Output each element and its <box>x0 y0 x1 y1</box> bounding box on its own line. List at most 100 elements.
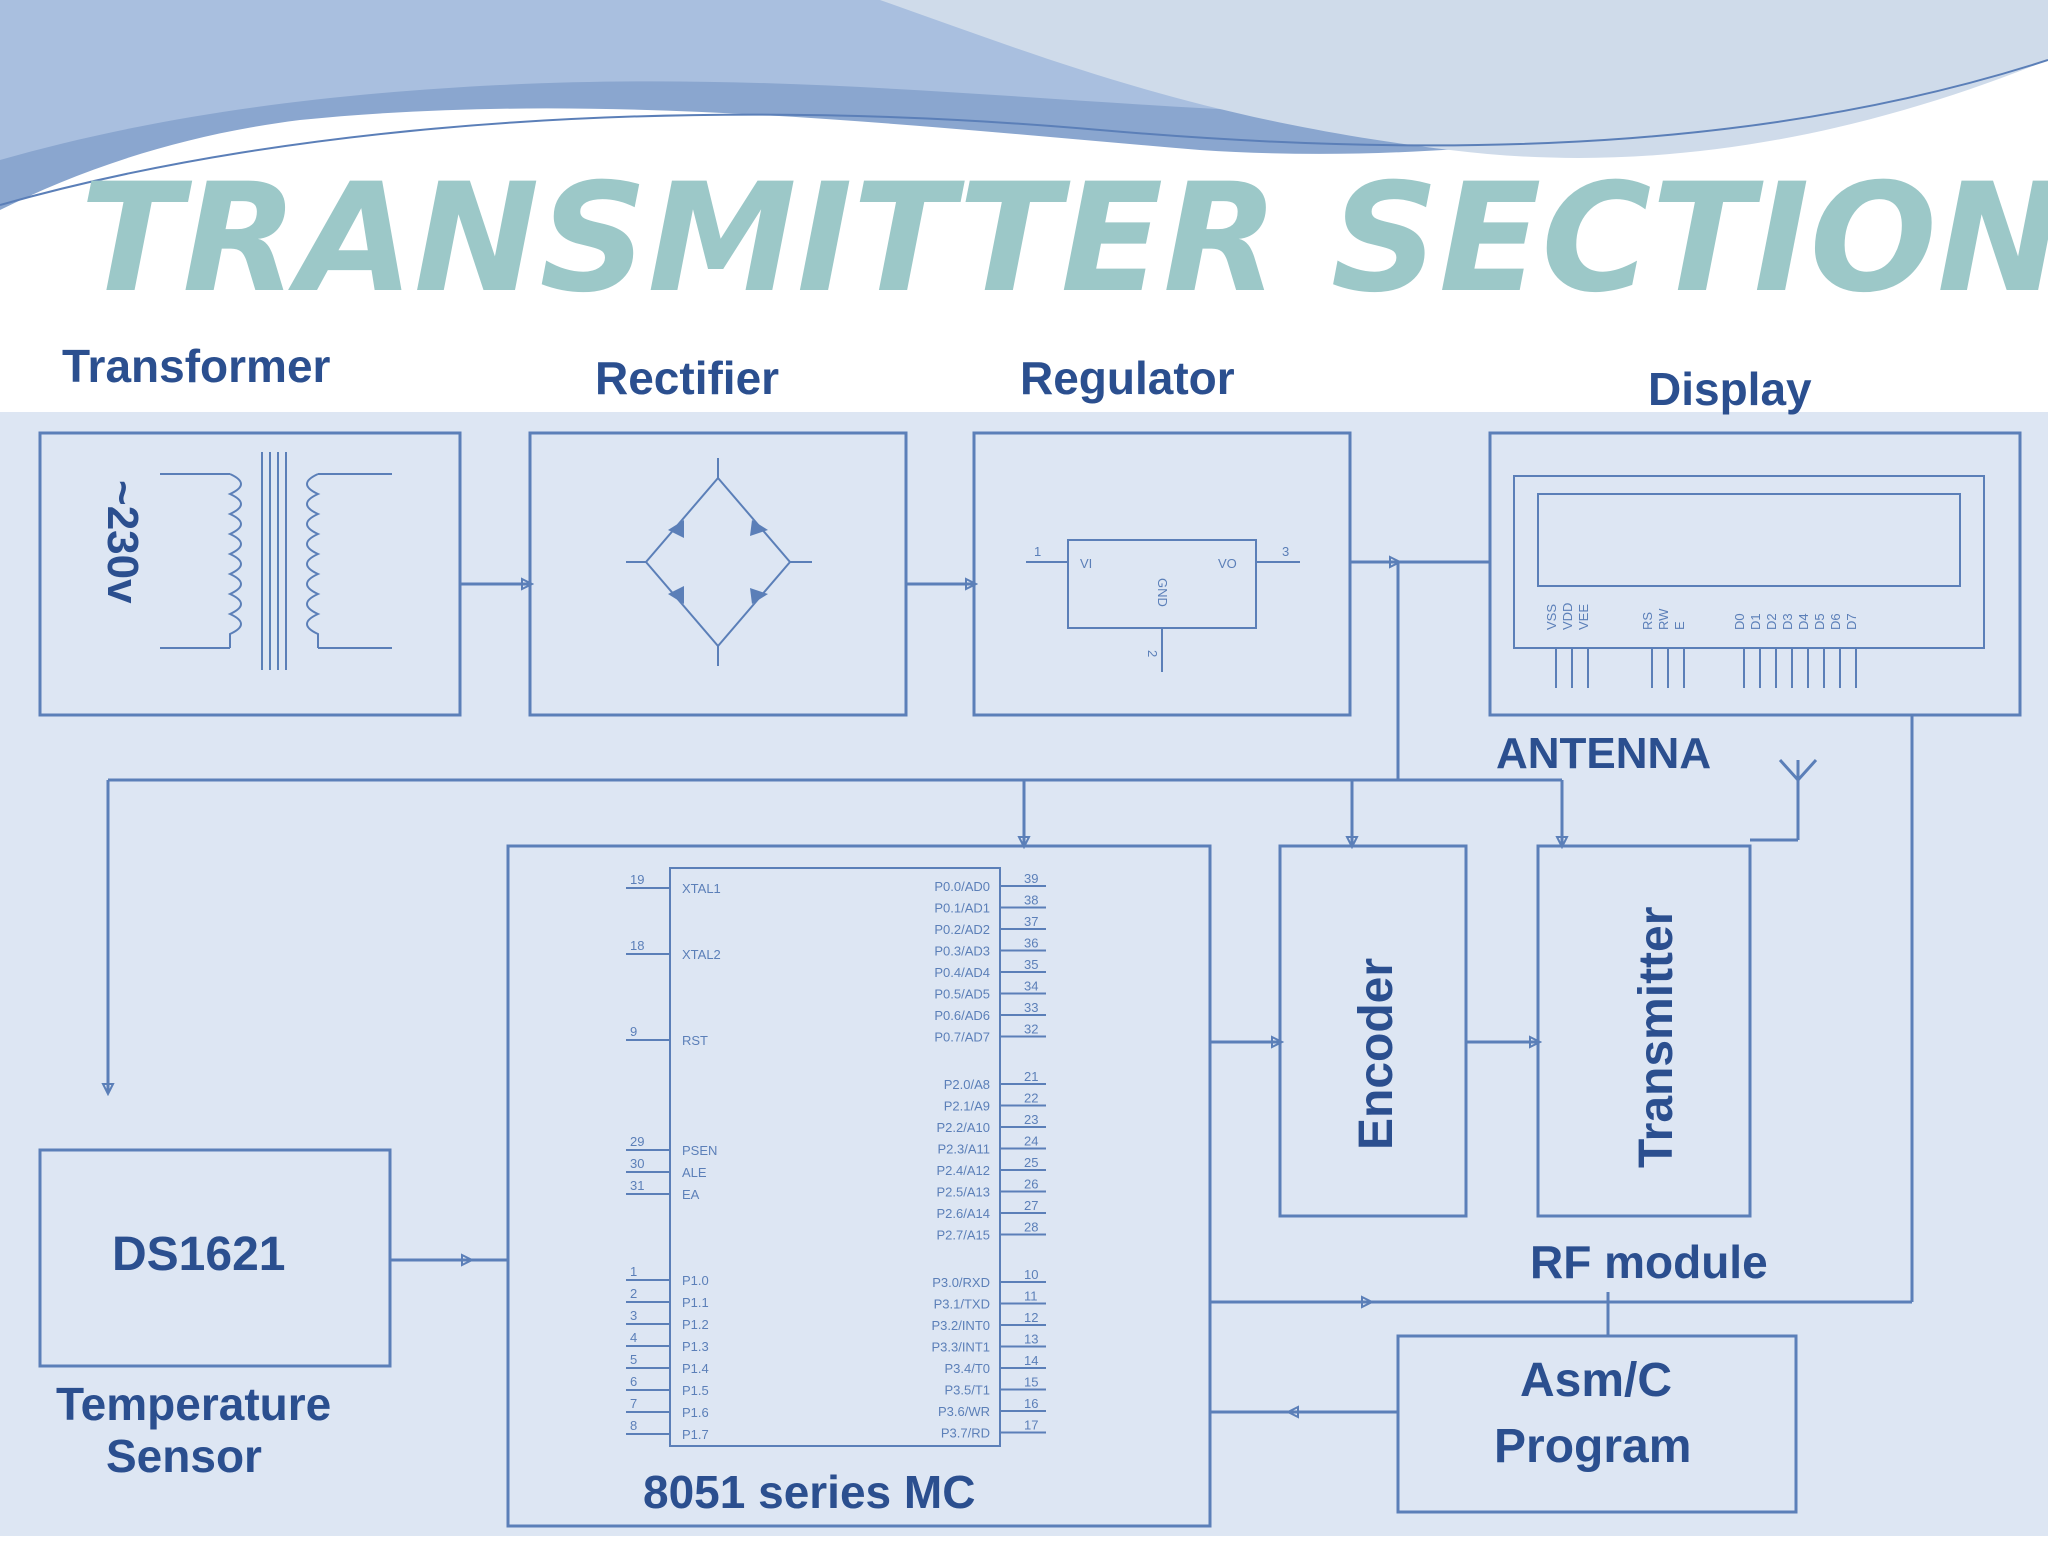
mc-right-pin-name: P0.2/AD2 <box>934 922 990 937</box>
mc-right-pin-number: 34 <box>1024 979 1038 994</box>
lcd-pin-label: D5 <box>1812 613 1827 630</box>
mc-right-pin-number: 27 <box>1024 1198 1038 1213</box>
header-wave-decoration <box>0 0 2048 210</box>
mc-right-pin-number: 35 <box>1024 957 1038 972</box>
mc-left-pin-name: ALE <box>682 1165 707 1180</box>
mc-left-pin-number: 2 <box>630 1286 637 1301</box>
label-display: Display <box>1648 363 1812 415</box>
mc-right-pin-number: 26 <box>1024 1177 1038 1192</box>
mc-right-pin-number: 15 <box>1024 1375 1038 1390</box>
mc-right-pin-name: P2.4/A12 <box>937 1163 991 1178</box>
regulator-gnd: GND <box>1155 578 1170 607</box>
mc-right-pin-number: 32 <box>1024 1022 1038 1037</box>
mc-right-pin-name: P0.1/AD1 <box>934 901 990 916</box>
mc-right-pin-name: P0.7/AD7 <box>934 1030 990 1045</box>
bridge-rectifier-icon <box>626 458 812 666</box>
label-encoder: Encoder <box>1350 958 1403 1150</box>
label-ds1621: DS1621 <box>112 1228 285 1281</box>
regulator-pin2: 2 <box>1145 650 1160 657</box>
mc-right-pin-number: 21 <box>1024 1069 1038 1084</box>
mc-left-pin-number: 8 <box>630 1418 637 1433</box>
mc-left-pin-name: P1.3 <box>682 1339 709 1354</box>
mc-left-pin-name: P1.5 <box>682 1383 709 1398</box>
mc-right-pin-name: P3.0/RXD <box>932 1275 990 1290</box>
mc-left-pin-number: 9 <box>630 1024 637 1039</box>
mc-right-pin-name: P2.5/A13 <box>937 1185 991 1200</box>
label-antenna: ANTENNA <box>1496 729 1711 778</box>
mc-right-pin-name: P2.6/A14 <box>937 1206 991 1221</box>
mc-right-pin-number: 13 <box>1024 1332 1038 1347</box>
lcd-pin-label: D1 <box>1748 613 1763 630</box>
mc-left-pin-number: 7 <box>630 1396 637 1411</box>
mc-right-pin-name: P2.7/A15 <box>937 1228 991 1243</box>
lcd-pin-label: D0 <box>1732 613 1747 630</box>
mc-chip-body <box>669 867 1001 1447</box>
mc-right-pin-name: P3.4/T0 <box>944 1361 990 1376</box>
mc-right-pin-name: P0.4/AD4 <box>934 965 990 980</box>
mc-left-pin-number: 30 <box>630 1156 644 1171</box>
mc-right-pin-number: 38 <box>1024 893 1038 908</box>
mc-right-pin-number: 12 <box>1024 1310 1038 1325</box>
mc-right-pin-name: P3.3/INT1 <box>931 1340 990 1355</box>
mc-right-pin-name: P0.6/AD6 <box>934 1008 990 1023</box>
lcd-pin-label: D4 <box>1796 613 1811 630</box>
mc-right-pin-number: 22 <box>1024 1091 1038 1106</box>
lcd-pin-label: VSS <box>1544 604 1559 630</box>
mc-right-pin-number: 16 <box>1024 1396 1038 1411</box>
mc-right-pin-number: 14 <box>1024 1353 1038 1368</box>
lcd-pin-label: RW <box>1656 608 1671 630</box>
mc-left-pin-name: P1.4 <box>682 1361 709 1376</box>
mc-right-pin-number: 17 <box>1024 1418 1038 1433</box>
label-temperature: Temperature <box>56 1378 331 1430</box>
mc-left-pin-number: 29 <box>630 1134 644 1149</box>
slide-title: TRANSMITTER SECTION <box>80 152 2048 326</box>
label-transmitter: Transmitter <box>1630 907 1683 1168</box>
mc-left-pin-number: 4 <box>630 1330 637 1345</box>
encoder-block <box>1278 844 1468 1218</box>
mc-left-pin-name: XTAL1 <box>682 881 721 896</box>
lcd-pin-label: D7 <box>1844 613 1859 630</box>
mc-left-pin-name: RST <box>682 1033 708 1048</box>
mc-right-pin-number: 28 <box>1024 1220 1038 1235</box>
label-asm-c: Asm/C <box>1520 1354 1672 1407</box>
mc-left-pin-number: 5 <box>630 1352 637 1367</box>
mc-right-pin-name: P2.3/A11 <box>937 1142 990 1157</box>
mc-left-pin-number: 6 <box>630 1374 637 1389</box>
lcd-pin-label: D3 <box>1780 613 1795 630</box>
mc-right-pin-name: P3.5/T1 <box>944 1383 990 1398</box>
lcd-pin-label: E <box>1672 621 1687 630</box>
mc-right-pin-number: 36 <box>1024 936 1038 951</box>
mc-right-pin-number: 39 <box>1024 871 1038 886</box>
mc-left-pin-name: P1.2 <box>682 1317 709 1332</box>
mc-right-pin-name: P3.1/TXD <box>934 1297 990 1312</box>
label-program: Program <box>1494 1420 1691 1473</box>
mc-right-pin-number: 37 <box>1024 914 1038 929</box>
mc-right-pin-name: P0.3/AD3 <box>934 944 990 959</box>
mains-voltage-label: ~230v <box>98 480 147 604</box>
label-strip <box>0 320 2048 412</box>
mc-right-pin-name: P3.2/INT0 <box>931 1318 990 1333</box>
label-rectifier: Rectifier <box>595 352 779 404</box>
mc-left-pin-name: PSEN <box>682 1143 717 1158</box>
mc-left-pin-name: XTAL2 <box>682 947 721 962</box>
label-regulator: Regulator <box>1020 352 1235 404</box>
transformer-coil-icon <box>160 452 392 670</box>
lcd-pin-label: VDD <box>1560 603 1575 630</box>
ds1621-block <box>38 1148 392 1368</box>
label-microcontroller: 8051 series MC <box>643 1466 975 1518</box>
label-transformer: Transformer <box>62 340 331 392</box>
mc-right-pin-number: 33 <box>1024 1000 1038 1015</box>
mc-left-pin-number: 18 <box>630 938 644 953</box>
mc-right-pins: 39P0.0/AD038P0.1/AD137P0.2/AD236P0.3/AD3… <box>931 871 1046 1441</box>
transmitter-block <box>1536 844 1752 1218</box>
label-rf-module: RF module <box>1530 1236 1768 1288</box>
lcd-pin-label: RS <box>1640 612 1655 630</box>
regulator-block <box>972 431 1352 717</box>
mc-left-pin-name: P1.0 <box>682 1273 709 1288</box>
mc-right-pin-name: P2.2/A10 <box>937 1120 991 1135</box>
lcd-pin-label: D6 <box>1828 613 1843 630</box>
regulator-pin1: 1 <box>1034 544 1041 559</box>
